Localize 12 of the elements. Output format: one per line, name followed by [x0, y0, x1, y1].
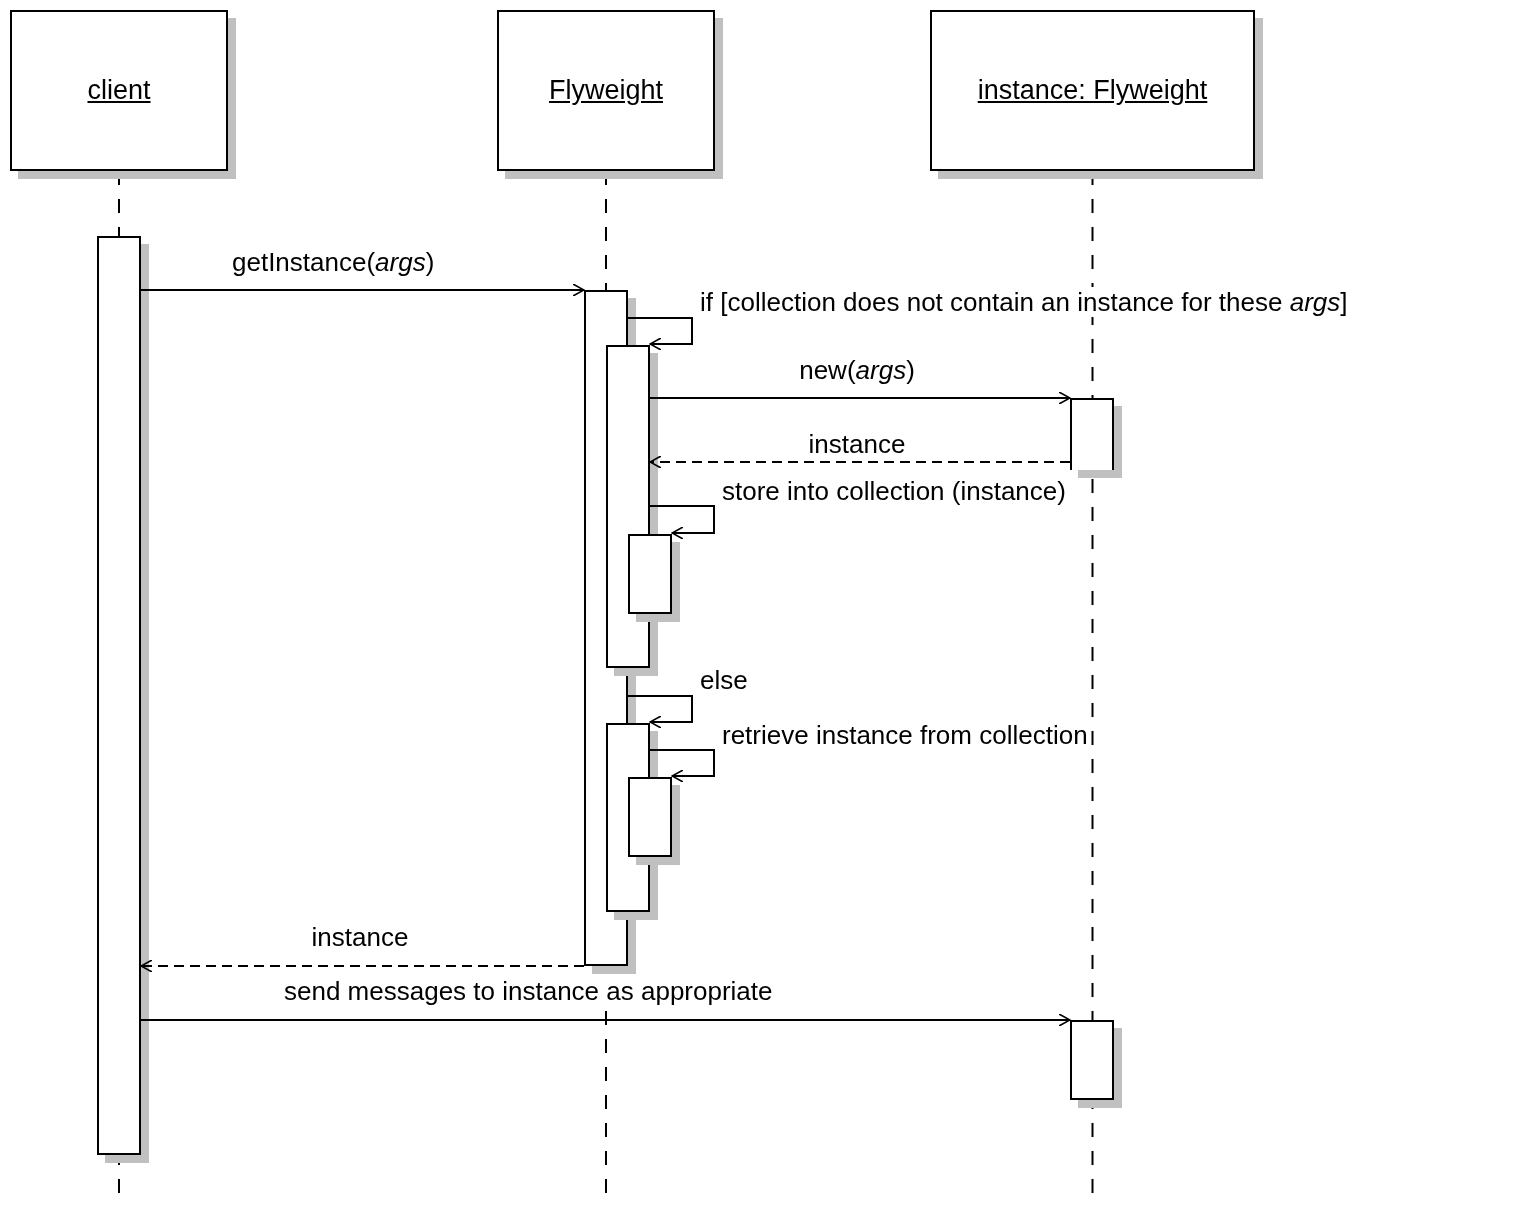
message-arrow	[649, 749, 715, 783]
participant-name: Flyweight	[548, 75, 663, 106]
message-arrow	[649, 505, 715, 540]
message-arrow	[627, 695, 693, 729]
message-arrow	[140, 283, 585, 297]
participant-name: instance: Flyweight	[977, 75, 1208, 106]
message-arrow	[140, 1013, 1071, 1027]
message-arrow	[140, 959, 585, 973]
message-arrow	[627, 317, 693, 351]
message-arrow	[649, 391, 1071, 405]
participant-name: client	[87, 75, 151, 106]
message-arrow	[649, 455, 1071, 469]
